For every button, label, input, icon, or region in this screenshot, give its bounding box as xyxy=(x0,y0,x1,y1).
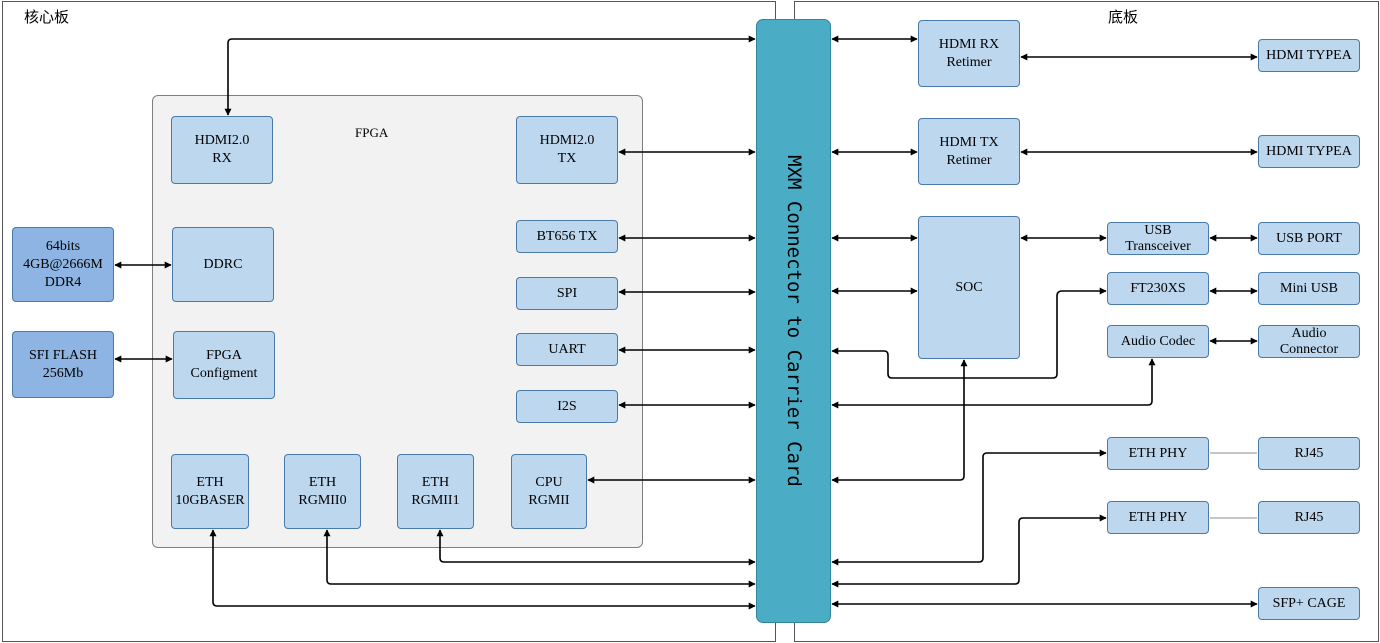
hdmi-rx-line-1: HDMI2.0 xyxy=(194,133,250,148)
eth-phy-2-label: ETH PHY xyxy=(1128,509,1188,525)
cpu-rgmii-box: CPU RGMII xyxy=(511,454,587,529)
core-board-title: 核心板 xyxy=(24,8,70,26)
hdmi-typea-1-label: HDMI TYPEA xyxy=(1266,47,1352,63)
rj45-1-box: RJ45 xyxy=(1258,437,1360,470)
ddrc-label: DDRC xyxy=(203,256,243,272)
eth-rgmii1-line-1: ETH xyxy=(421,474,450,490)
hdmi-rx-box: HDMI2.0 RX xyxy=(171,116,273,184)
hdmi-tx-retimer-line-1: HDMI TX xyxy=(939,134,999,150)
rj45-2-label: RJ45 xyxy=(1294,509,1324,525)
ddr4-line-1: 64bits xyxy=(45,238,81,254)
eth-phy-2-box: ETH PHY xyxy=(1107,501,1209,534)
hdmi-typea-1-box: HDMI TYPEA xyxy=(1258,39,1360,72)
fpga-config-box: FPGA Configment xyxy=(173,331,275,399)
usb-transceiver-line-2: Transceiver xyxy=(1125,238,1191,254)
i2s-box: I2S xyxy=(516,390,618,423)
uart-label: UART xyxy=(548,341,586,357)
fpga-label: FPGA xyxy=(355,125,389,140)
hdmi-rx-retimer-box: HDMI RX Retimer xyxy=(918,20,1020,87)
mini-usb-box: Mini USB xyxy=(1258,272,1360,305)
fpga-config-line-1: FPGA xyxy=(206,348,242,363)
eth-10gbaser-line-2: 10GBASER xyxy=(175,492,245,508)
wire-eth-10g-to-mxm xyxy=(209,529,756,610)
uart-box: UART xyxy=(516,333,618,366)
spi-box: SPI xyxy=(516,277,618,310)
ddr4-line-2: 4GB@2666M xyxy=(23,256,103,272)
hdmi-tx-box: HDMI2.0 TX xyxy=(516,116,618,184)
eth-phy-1-box: ETH PHY xyxy=(1107,437,1209,470)
eth-rgmii0-box: ETH RGMII0 xyxy=(284,454,361,529)
eth-rgmii1-line-2: RGMII1 xyxy=(411,492,460,508)
hdmi-rx-retimer-line-2: Retimer xyxy=(946,54,992,70)
ft230xs-label: FT230XS xyxy=(1130,280,1186,296)
eth-10gbaser-line-1: ETH xyxy=(196,474,224,490)
mxm-connector: MXM Connector to Carrier Card xyxy=(756,19,831,623)
wire-eth-rgmii1-to-mxm xyxy=(436,529,756,566)
eth-rgmii0-line-2: RGMII0 xyxy=(298,492,347,508)
bt656-tx-label: BT656 TX xyxy=(536,228,598,244)
usb-transceiver-box: USB Transceiver xyxy=(1107,222,1209,255)
audio-connector-box: Audio Connector xyxy=(1258,325,1360,358)
eth-rgmii1-box: ETH RGMII1 xyxy=(397,454,474,529)
sfi-flash-box: SFI FLASH 256Mb xyxy=(12,331,114,398)
eth-10gbaser-box: ETH 10GBASER xyxy=(171,454,249,529)
hdmi-tx-line-2: TX xyxy=(557,151,577,166)
hdmi-typea-2-box: HDMI TYPEA xyxy=(1258,135,1360,168)
fpga-config-line-2: Configment xyxy=(190,366,258,381)
ddr4-memory-box: 64bits 4GB@2666M DDR4 xyxy=(12,227,114,302)
mini-usb-label: Mini USB xyxy=(1280,280,1338,296)
spi-label: SPI xyxy=(556,285,578,301)
eth-phy-1-label: ETH PHY xyxy=(1128,445,1188,461)
bt656-tx-box: BT656 TX xyxy=(516,220,618,253)
cpu-rgmii-line-1: CPU xyxy=(535,474,563,490)
ddr4-line-3: DDR4 xyxy=(44,274,82,290)
hdmi-tx-retimer-line-2: Retimer xyxy=(946,152,992,168)
wire-mxm-to-audio-codec xyxy=(831,358,1156,409)
carrier-board-title: 底板 xyxy=(1108,8,1139,26)
audio-codec-box: Audio Codec xyxy=(1107,325,1209,358)
hdmi-rx-retimer-line-1: HDMI RX xyxy=(938,36,1000,52)
wire-eth-rgmii0-to-mxm xyxy=(323,529,756,588)
sfi-flash-line-2: 256Mb xyxy=(42,365,84,381)
eth-rgmii0-line-1: ETH xyxy=(308,474,337,490)
hdmi-rx-line-2: RX xyxy=(212,151,232,166)
ddrc-box: DDRC xyxy=(172,227,274,302)
audio-connector-line-2: Connector xyxy=(1279,341,1339,357)
ft230xs-box: FT230XS xyxy=(1107,272,1209,305)
rj45-1-label: RJ45 xyxy=(1294,445,1324,461)
hdmi-typea-2-label: HDMI TYPEA xyxy=(1266,143,1352,159)
i2s-label: I2S xyxy=(557,398,577,414)
wire-mxm-to-eth-phy-2 xyxy=(831,514,1107,588)
wire-hdmi-rx-to-mxm xyxy=(224,35,756,116)
audio-connector-line-1: Audio xyxy=(1291,325,1327,341)
wire-mxm-to-eth-phy-1 xyxy=(831,449,1107,566)
sfi-flash-line-1: SFI FLASH xyxy=(28,347,98,363)
hdmi-tx-line-1: HDMI2.0 xyxy=(539,133,595,148)
sfp-cage-box: SFP+ CAGE xyxy=(1258,587,1360,620)
sfp-cage-label: SFP+ CAGE xyxy=(1272,595,1346,611)
audio-codec-label: Audio Codec xyxy=(1120,333,1196,349)
usb-transceiver-line-1: USB xyxy=(1144,222,1172,238)
rj45-2-box: RJ45 xyxy=(1258,501,1360,534)
usb-port-box: USB PORT xyxy=(1258,222,1360,255)
wire-mxm-to-ft230xs xyxy=(831,287,1107,379)
hdmi-tx-retimer-box: HDMI TX Retimer xyxy=(918,118,1020,185)
usb-port-label: USB PORT xyxy=(1276,230,1342,246)
cpu-rgmii-line-2: RGMII xyxy=(528,492,570,508)
